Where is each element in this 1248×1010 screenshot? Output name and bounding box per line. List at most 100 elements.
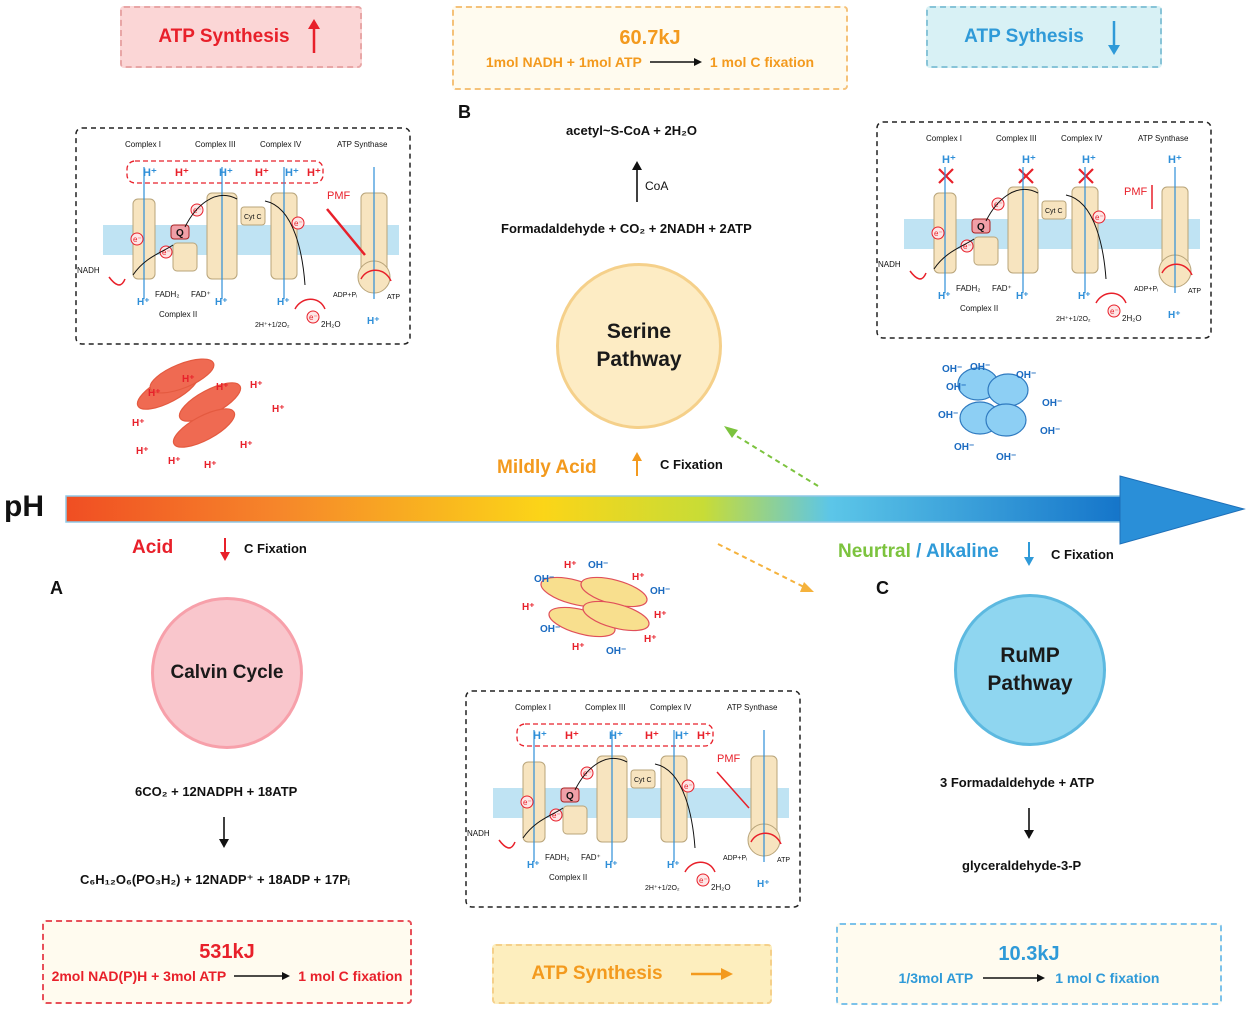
cell-shape xyxy=(172,408,236,448)
h-plus-label: H⁺ xyxy=(564,560,577,571)
electron-icon xyxy=(1092,210,1106,224)
h-plus-label: H⁺ xyxy=(533,730,547,742)
blocked-x-icon xyxy=(1078,168,1094,184)
h-plus-label: H⁺ xyxy=(645,730,659,742)
alk-atp-panel: ATP Sythesis xyxy=(926,6,1162,68)
oh-minus-label: OH⁻ xyxy=(1040,426,1060,437)
mild-energy-value: 60.7kJ xyxy=(619,26,681,49)
oh-minus-label: OH⁻ xyxy=(650,586,670,597)
q-shape xyxy=(170,224,190,240)
blocked-x-icon xyxy=(938,168,954,184)
mild-cell-cluster: H⁺OH⁻OH⁻H⁺OH⁻H⁺H⁺OH⁻H⁺H⁺OH⁻ xyxy=(522,560,670,657)
calvin-energy-left: 2mol NAD(P)H + 3mol ATP xyxy=(51,967,227,984)
mild-atp-panel: ATP Synthesis xyxy=(492,944,772,1004)
arrow-down-icon xyxy=(1024,542,1034,566)
oh-minus-label: OH⁻ xyxy=(996,452,1016,463)
electron-label: e⁻ xyxy=(133,235,142,244)
fadh2-label: FADH₂ xyxy=(545,853,569,862)
q-label: Q xyxy=(176,228,184,239)
complex-iii-label: Complex III xyxy=(996,134,1036,143)
h-plus-label: H⁺ xyxy=(1078,291,1091,302)
oh-minus-label: OH⁻ xyxy=(534,574,554,585)
h-plus-label: H⁺ xyxy=(137,297,150,308)
h-plus-label: H⁺ xyxy=(272,404,285,415)
ph-slash: / xyxy=(910,541,926,562)
h-plus-label: H⁺ xyxy=(1022,154,1036,166)
mildly-acid-label: Mildly Acid xyxy=(497,457,597,478)
arrow-right-icon xyxy=(234,971,291,980)
cyt-c-label: Cyt C xyxy=(244,214,262,221)
panel-c-letter: C xyxy=(876,578,889,598)
complex-iii-label: Complex III xyxy=(195,140,235,149)
arrow-up-icon xyxy=(307,19,320,53)
mild-energy-left: 1mol NADH + 1mol ATP xyxy=(485,53,642,70)
fadh2-label: FADH₂ xyxy=(155,290,179,299)
arrow-right-icon xyxy=(983,973,1046,982)
proton-pool-box xyxy=(126,160,324,184)
atp-label: ATP xyxy=(777,857,790,864)
alkaline-label: Alkaline xyxy=(926,541,999,562)
serine-pathway-circle: Serine Pathway xyxy=(556,263,722,429)
complex-ii-label: Complex II xyxy=(159,310,197,319)
reaction-arrow xyxy=(909,263,1193,304)
ph-gradient-arrow xyxy=(65,475,1246,545)
alkaline-cell-cluster: OH⁻OH⁻OH⁻OH⁻OH⁻OH⁻OH⁻OH⁻OH⁻ xyxy=(938,362,1062,463)
rump-energy-left: 1/3mol ATP xyxy=(898,969,974,986)
electron-icon xyxy=(291,216,305,230)
atp-synthase-label: ATP Synthase xyxy=(337,140,388,149)
oxygen-label: 2H⁺+1/2O₂ xyxy=(645,885,680,892)
arrow-up-icon xyxy=(632,452,642,476)
cyt-c-shape xyxy=(240,206,266,226)
cyt-c-shape xyxy=(1041,200,1067,220)
rump-energy-panel: 10.3kJ 1/3mol ATP 1 mol C fixation xyxy=(836,923,1222,1005)
electron-icon xyxy=(931,226,945,240)
h-plus-label: H⁺ xyxy=(522,602,535,613)
electron-icon xyxy=(520,795,534,809)
nadh-label: NADH xyxy=(467,829,490,838)
acid-fix-label: C Fixation xyxy=(244,541,307,556)
h-plus-label: H⁺ xyxy=(654,610,667,621)
h-plus-label: H⁺ xyxy=(240,440,253,451)
calvin-reactants: 6CO₂ + 12NADPH + 18ATP xyxy=(135,784,298,799)
electron-icon xyxy=(1107,304,1121,318)
complex-i-label: Complex I xyxy=(515,703,551,712)
rump-energy-right: 1 mol C fixation xyxy=(1055,969,1160,986)
rump-energy-value: 10.3kJ xyxy=(998,942,1060,965)
h-plus-label: H⁺ xyxy=(667,860,680,871)
ph-label: pH xyxy=(4,490,44,523)
arrow-up-icon xyxy=(632,161,642,202)
complex-ii-shape xyxy=(172,242,198,272)
rump-pathway-circle: RuMP Pathway xyxy=(954,594,1106,746)
h-plus-label: H⁺ xyxy=(250,380,263,391)
electron-flow-path xyxy=(132,194,306,286)
pmf-arrow xyxy=(326,208,366,256)
serine-circle-line1: Serine xyxy=(606,320,672,343)
h-plus-label: H⁺ xyxy=(1168,310,1181,321)
oh-minus-label: OH⁻ xyxy=(942,364,962,375)
h-plus-label: H⁺ xyxy=(175,167,189,179)
electron-label: e⁻ xyxy=(523,798,532,807)
water-label: 2H₂O xyxy=(711,883,731,892)
calvin-cycle-circle: Calvin Cycle xyxy=(151,597,303,749)
mild-fix-label: C Fixation xyxy=(660,457,723,472)
electron-icon xyxy=(306,310,320,324)
rump-circle-line1: RuMP xyxy=(1000,644,1060,667)
membrane-frame xyxy=(75,127,411,345)
panel-b-letter: B xyxy=(458,102,471,122)
pmf-label: PMF xyxy=(1124,186,1148,198)
h-plus-label: H⁺ xyxy=(136,446,149,457)
complex-ii-label: Complex II xyxy=(960,304,998,313)
complex-iii-label: Complex III xyxy=(585,703,625,712)
mild-energy-panel: 60.7kJ 1mol NADH + 1mol ATP 1 mol C fixa… xyxy=(452,6,848,90)
mild-atp-label: ATP Synthesis xyxy=(531,963,663,984)
h-plus-label: H⁺ xyxy=(307,167,321,179)
electron-flow-path xyxy=(933,188,1107,280)
arrow-down-icon xyxy=(219,817,229,848)
alk-atp-label: ATP Sythesis xyxy=(964,26,1084,47)
rump-products: glyceraldehyde-3-P xyxy=(962,858,1082,873)
proton-pool-box xyxy=(516,723,714,747)
